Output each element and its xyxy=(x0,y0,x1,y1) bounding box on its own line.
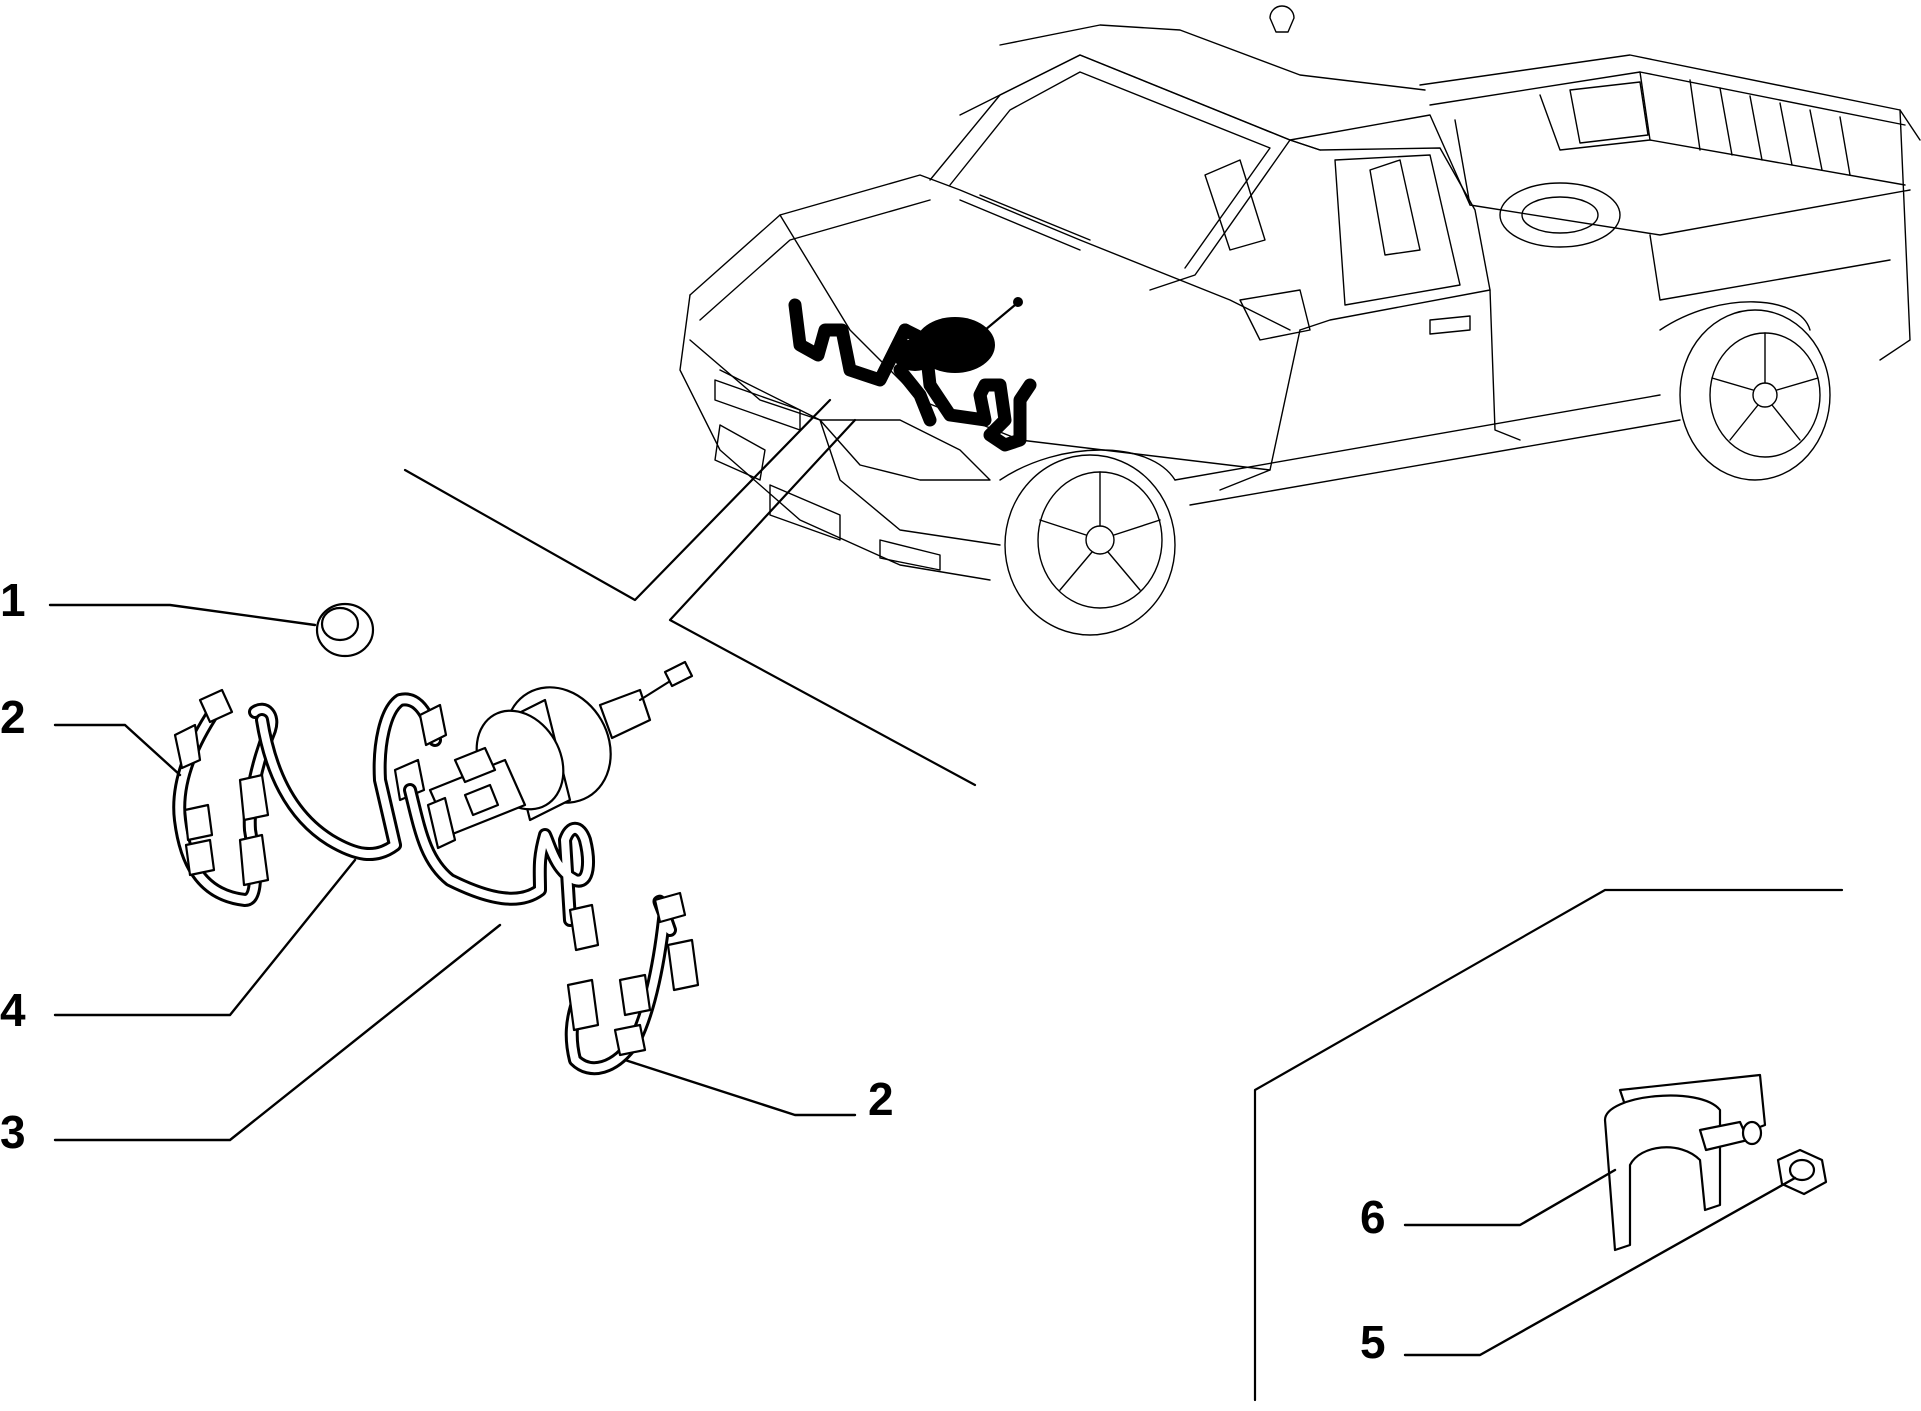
callout-2: 2 xyxy=(868,1073,894,1125)
pickup-truck-illustration xyxy=(679,5,1921,636)
callout-3: 3 xyxy=(0,1106,26,1158)
callout-1: 1 xyxy=(0,574,26,626)
nut-part-5 xyxy=(1776,1148,1828,1196)
callout-labels: 1 2 4 3 2 6 5 xyxy=(0,574,1386,1368)
brake-pipe-part-3 xyxy=(403,783,600,952)
brake-pipe-part-2-right xyxy=(564,891,700,1076)
leader-lines xyxy=(48,603,1797,1357)
detail-projection-lines xyxy=(403,398,1844,1402)
bracket-part-6 xyxy=(1603,1073,1767,1252)
callout-6: 6 xyxy=(1360,1191,1386,1243)
brake-servo-and-pipes xyxy=(172,602,1828,1252)
grommet-part-1 xyxy=(315,602,375,658)
callout-2: 2 xyxy=(0,691,26,743)
master-cylinder xyxy=(426,746,527,850)
callout-5: 5 xyxy=(1360,1316,1386,1368)
callout-4: 4 xyxy=(0,984,26,1036)
